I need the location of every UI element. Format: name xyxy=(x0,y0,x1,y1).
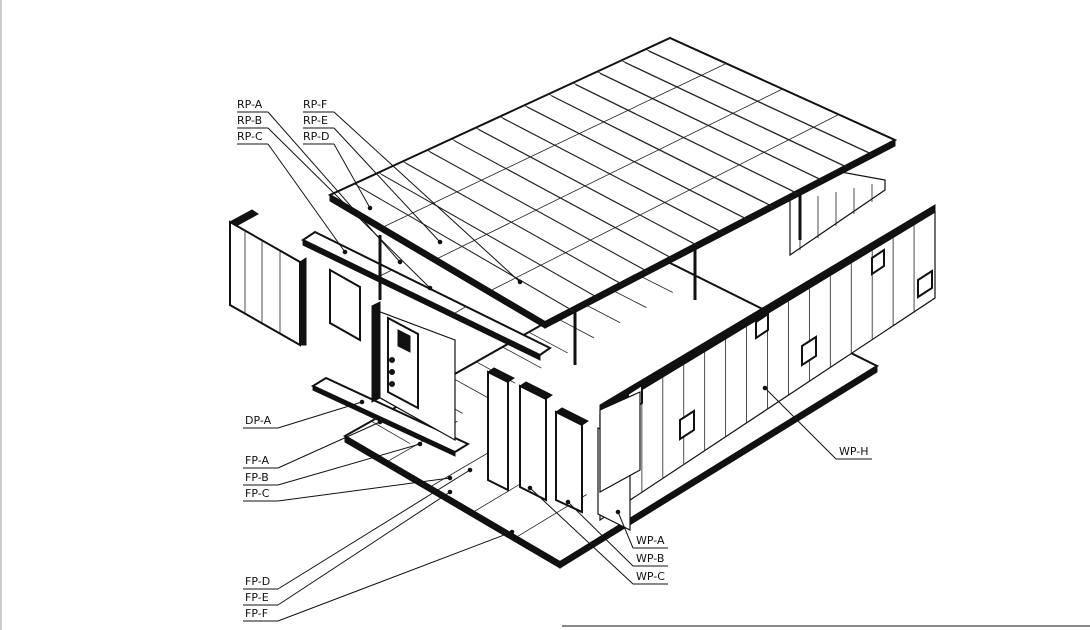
label-fp-e: FP-E xyxy=(245,591,269,604)
roof-rib xyxy=(575,84,799,195)
roof-assembly xyxy=(327,36,898,365)
roof-rib xyxy=(648,50,874,156)
floor-seam xyxy=(371,420,411,444)
label-dp-a: DP-A xyxy=(245,414,272,427)
label-rp-e: RP-E xyxy=(303,114,328,127)
exploded-left-wall xyxy=(229,209,361,347)
label-rp-d: RP-D xyxy=(303,130,329,143)
label-fp-a: FP-A xyxy=(245,454,269,467)
label-rp-b: RP-B xyxy=(237,114,262,127)
floor-seam xyxy=(528,331,568,354)
roof-rib xyxy=(454,140,674,260)
roof-rib xyxy=(429,151,649,273)
label-fp-c: FP-C xyxy=(245,487,270,500)
roof-rib xyxy=(405,163,624,286)
label-wp-c: WP-C xyxy=(636,570,665,583)
roof-rib xyxy=(527,106,749,221)
roof-rib xyxy=(381,174,599,299)
label-rp-c: RP-C xyxy=(237,130,263,143)
wall-assembly xyxy=(371,169,936,531)
callout-labels: RP-A RP-B RP-C RP-F RP-E RP-D DP-A FP-A … xyxy=(237,98,869,620)
roof-rib xyxy=(624,62,849,169)
roof-seam xyxy=(383,63,727,228)
exploded-roof-strip xyxy=(300,230,552,361)
label-wp-a: WP-A xyxy=(636,534,665,547)
leader-lines xyxy=(237,111,872,622)
floor-seam xyxy=(502,346,542,369)
label-wp-h: WP-H xyxy=(839,445,869,458)
roof-seam xyxy=(491,114,839,291)
roof-rib xyxy=(599,73,824,182)
roof-rib xyxy=(478,129,699,247)
roof-rib xyxy=(357,185,574,312)
label-wp-b: WP-B xyxy=(636,552,664,565)
label-fp-d: FP-D xyxy=(245,575,270,588)
roof-rib xyxy=(551,95,774,208)
label-rp-a: RP-A xyxy=(237,98,263,111)
floor-seam xyxy=(449,376,490,399)
roof-seam xyxy=(437,88,783,259)
label-fp-b: FP-B xyxy=(245,471,269,484)
label-rp-f: RP-F xyxy=(303,98,327,111)
label-fp-f: FP-F xyxy=(245,607,268,620)
roof-rib xyxy=(502,118,724,234)
